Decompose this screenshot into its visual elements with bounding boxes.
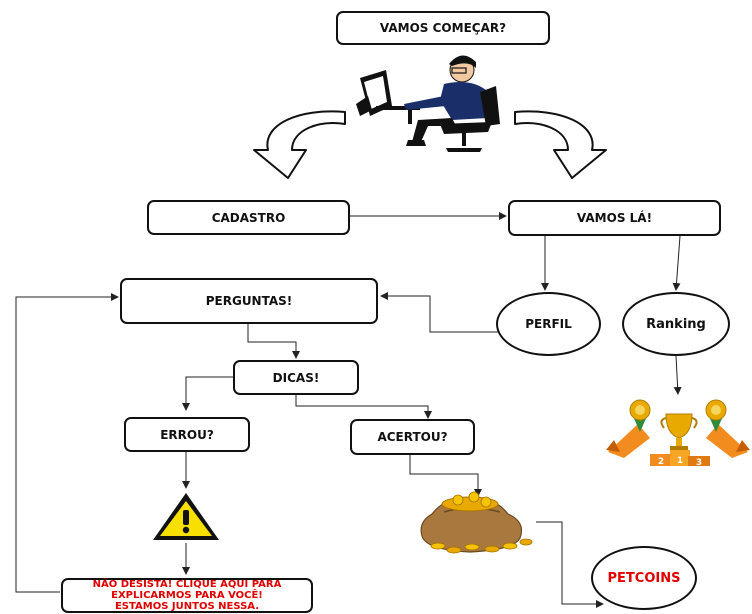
connector-vamos-la-ranking xyxy=(672,235,681,291)
curved-arrow-left-icon xyxy=(253,110,346,179)
start-node[interactable]: VAMOS COMEÇAR? xyxy=(336,11,550,45)
podium-right-label: 3 xyxy=(696,458,702,468)
money-bag-icon xyxy=(420,491,533,554)
podium-center-label: 1 xyxy=(677,456,683,466)
connector-perguntas-dicas xyxy=(247,324,300,359)
podium-left-label: 2 xyxy=(658,457,664,467)
connector-dicas-errou xyxy=(182,376,233,411)
connector-moneybag-petcoins xyxy=(536,521,604,608)
connector-perfil-perguntas xyxy=(380,292,498,333)
retry-message-line-3: ESTAMOS JUNTOS NESSA. xyxy=(114,601,260,612)
cadastro-node[interactable]: CADASTRO xyxy=(147,200,350,235)
warning-icon xyxy=(153,493,219,540)
connector-dicas-acertou xyxy=(295,395,432,419)
trophy-podium-icon: 2 1 3 xyxy=(606,399,750,468)
retry-message-node[interactable]: NÃO DESISTA! CLIQUE AQUI PARA EXPLICARMO… xyxy=(61,578,313,613)
perguntas-node[interactable]: PERGUNTAS! xyxy=(120,278,378,324)
petcoins-node[interactable]: PETCOINS xyxy=(591,546,697,610)
connector-retry-loop xyxy=(15,293,119,593)
ranking-node[interactable]: Ranking xyxy=(622,292,730,356)
curved-arrow-right-icon xyxy=(514,110,607,179)
retry-message-line-2: EXPLICARMOS PARA VOCÊ! xyxy=(111,590,263,601)
vamos-la-node[interactable]: VAMOS LÁ! xyxy=(508,200,721,236)
connector-ranking-trophy xyxy=(673,355,682,395)
person-at-computer-icon xyxy=(356,55,500,152)
connector-acertou-moneybag xyxy=(409,455,482,497)
dicas-node[interactable]: DICAS! xyxy=(233,360,359,395)
retry-message-line-1: NÃO DESISTA! CLIQUE AQUI PARA xyxy=(92,579,282,590)
perfil-node[interactable]: PERFIL xyxy=(496,292,601,356)
errou-node[interactable]: ERROU? xyxy=(124,417,250,452)
acertou-node[interactable]: ACERTOU? xyxy=(350,419,475,455)
